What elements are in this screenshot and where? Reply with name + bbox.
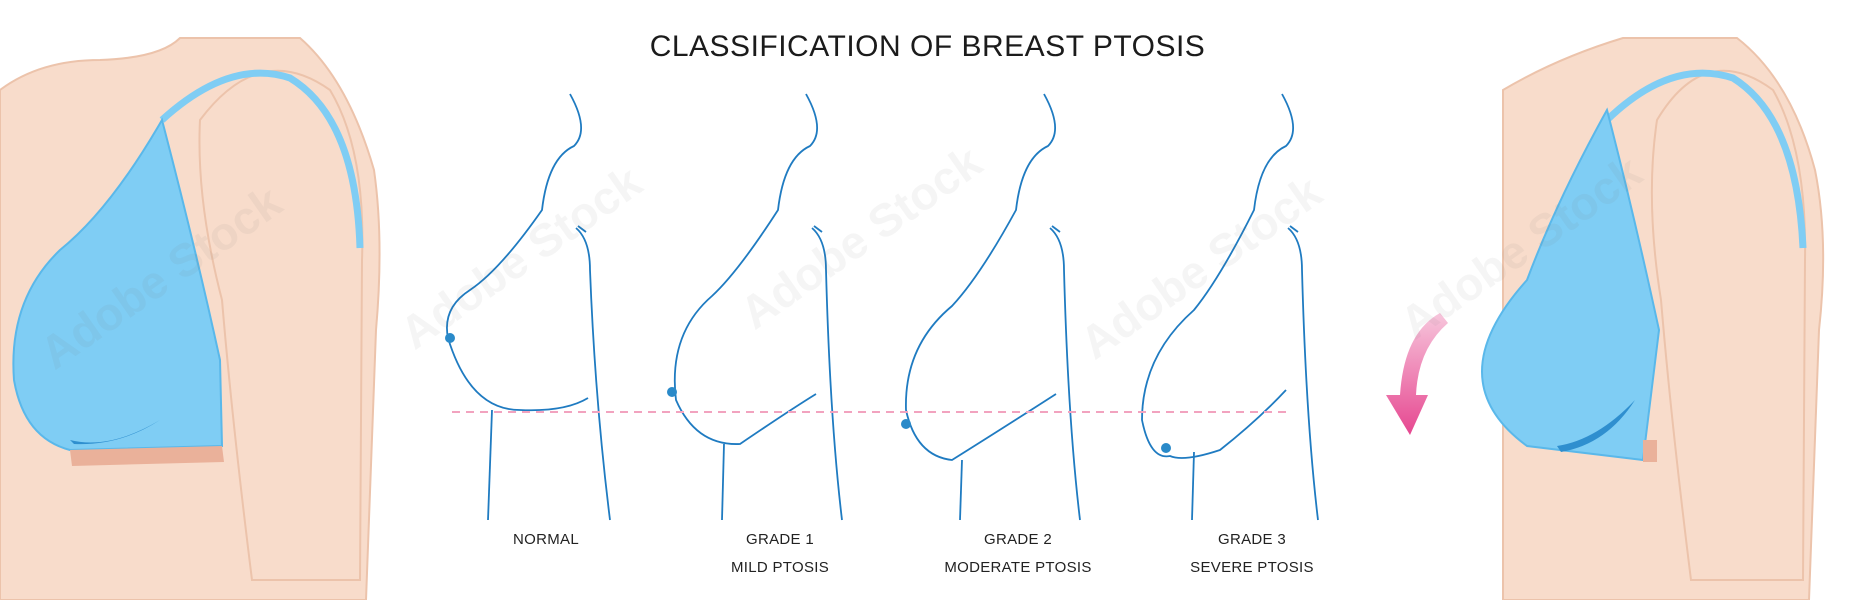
- label-grade3: GRADE 3 SEVERE PTOSIS: [1152, 526, 1352, 582]
- page-title: CLASSIFICATION OF BREAST PTOSIS: [649, 30, 1206, 63]
- grade1-outline: [673, 93, 843, 521]
- label-normal-name: NORMAL: [513, 531, 579, 548]
- right-figure-ptosis: [1481, 37, 1825, 600]
- grade3-nipple: [1161, 443, 1171, 453]
- right-bra-strap: [1604, 69, 1807, 249]
- right-arm: [1650, 69, 1807, 581]
- grade1-nipple: [667, 387, 677, 397]
- label-grade3-desc: SEVERE PTOSIS: [1190, 559, 1314, 576]
- label-grade1: GRADE 1 MILD PTOSIS: [680, 526, 880, 582]
- label-grade3-name: GRADE 3: [1218, 531, 1286, 548]
- grade2-outline: [905, 93, 1081, 521]
- right-bra-fold: [1557, 400, 1635, 452]
- sag-down-arrow-icon: [1386, 313, 1448, 435]
- grade2-nipple: [901, 419, 911, 429]
- grade3-outline: [1141, 93, 1319, 521]
- right-bra-band: [1643, 440, 1657, 462]
- left-bra-strap: [159, 69, 364, 249]
- left-arm: [198, 69, 364, 581]
- left-bra-band: [70, 446, 224, 466]
- label-grade2-desc: MODERATE PTOSIS: [944, 559, 1092, 576]
- left-bra-cup: [12, 117, 224, 452]
- left-bra-fold: [70, 420, 160, 445]
- label-grade1-name: GRADE 1: [746, 531, 814, 548]
- normal-nipple: [445, 333, 455, 343]
- label-grade1-desc: MILD PTOSIS: [730, 559, 830, 576]
- label-grade2: GRADE 2 MODERATE PTOSIS: [918, 526, 1118, 582]
- label-grade2-name: GRADE 2: [984, 531, 1052, 548]
- left-figure-normal: [0, 37, 381, 600]
- label-normal: NORMAL: [446, 526, 646, 554]
- normal-outline: [446, 93, 611, 521]
- right-bra-cup: [1481, 107, 1661, 462]
